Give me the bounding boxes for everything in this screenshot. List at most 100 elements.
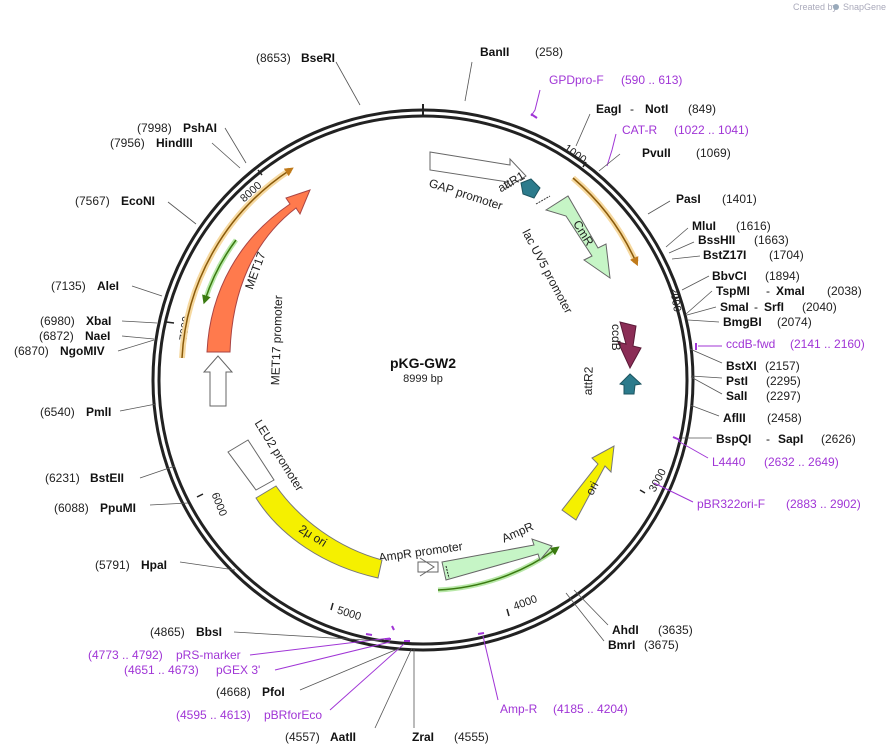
- svg-text:(7956): (7956): [110, 136, 145, 150]
- svg-text:BstZ17I: BstZ17I: [703, 248, 746, 262]
- svg-text:(590 .. 613): (590 .. 613): [621, 73, 682, 87]
- svg-text:BstXI: BstXI: [726, 359, 757, 373]
- svg-text:(2141 .. 2160): (2141 .. 2160): [790, 337, 865, 351]
- svg-text:(1894): (1894): [765, 269, 800, 283]
- tick-6000: 6000: [196, 491, 229, 518]
- site-bbvci[interactable]: BbvCI (1894): [681, 269, 800, 291]
- site-bmri[interactable]: BmrI (3675): [565, 592, 679, 652]
- primer-pbrforeco[interactable]: pBRforEco (4595 .. 4613): [176, 640, 410, 722]
- primer-pbr322ori-f[interactable]: pBR322ori-F (2883 .. 2902): [653, 482, 861, 511]
- site-bspqi-sapi[interactable]: BspQI - SapI (2626): [682, 432, 856, 446]
- snapgene-logo-icon: [833, 4, 839, 10]
- site-banii[interactable]: BanII (258): [464, 45, 563, 102]
- svg-text:pGEX 3': pGEX 3': [216, 663, 260, 677]
- svg-text:(1401): (1401): [722, 192, 757, 206]
- tick-5000: 5000: [330, 602, 363, 623]
- site-bbsi[interactable]: BbsI (4865): [150, 625, 383, 642]
- svg-text:(6872): (6872): [39, 329, 74, 343]
- primer-cat-r[interactable]: CAT-R (1022 .. 1041): [606, 123, 749, 167]
- site-eagi-noti[interactable]: EagI - NotI (849): [575, 102, 716, 147]
- site-hpai[interactable]: HpaI (5791): [95, 558, 236, 572]
- attr1-arrow: [520, 178, 541, 199]
- primer-amp-r[interactable]: Amp-R (4185 .. 4204): [477, 632, 628, 716]
- svg-text:ZraI: ZraI: [412, 730, 434, 744]
- svg-text:(7998): (7998): [137, 121, 172, 135]
- ccdb-label: ccdB: [609, 324, 623, 351]
- site-ahdi[interactable]: AhdI (3635): [573, 589, 693, 637]
- site-hindiii[interactable]: HindIII (7956): [110, 136, 241, 169]
- primer-ccdb-fwd[interactable]: ccdB-fwd (2141 .. 2160): [695, 337, 865, 351]
- ampr-promoter-box: [417, 561, 439, 573]
- site-naei[interactable]: NaeI (6872): [39, 329, 155, 343]
- gap-promoter-arrow: [429, 151, 527, 190]
- svg-text:PvuII: PvuII: [642, 146, 671, 160]
- svg-text:(4668): (4668): [216, 685, 251, 699]
- ampr-label: AmpR: [500, 519, 536, 545]
- svg-text:BstEII: BstEII: [90, 471, 124, 485]
- svg-text:PasI: PasI: [676, 192, 701, 206]
- svg-text:-: -: [630, 102, 634, 116]
- site-tspmi-xmai[interactable]: TspMI - XmaI (2038): [685, 284, 862, 315]
- svg-text:(6980): (6980): [40, 314, 75, 328]
- primer-l4440[interactable]: L4440 (2632 .. 2649): [672, 436, 839, 469]
- svg-text:pBRforEco: pBRforEco: [264, 708, 322, 722]
- site-econi[interactable]: EcoNI (7567): [75, 194, 197, 225]
- svg-text:SmaI: SmaI: [720, 300, 749, 314]
- site-mlui[interactable]: MluI (1616): [665, 219, 771, 248]
- svg-text:CAT-R: CAT-R: [622, 123, 657, 137]
- primer-pgex-3[interactable]: pGEX 3' (4651 .. 4673): [124, 638, 391, 677]
- site-aatii[interactable]: AatII (4557): [285, 647, 413, 744]
- site-pasi[interactable]: PasI (1401): [647, 192, 757, 215]
- svg-text:BanII: BanII: [480, 45, 509, 59]
- site-zrai[interactable]: ZraI (4555): [412, 648, 489, 744]
- svg-text:BssHII: BssHII: [698, 233, 735, 247]
- svg-text:-: -: [766, 284, 770, 298]
- svg-text:NgoMIV: NgoMIV: [60, 344, 105, 358]
- site-sali[interactable]: SalI (2297): [690, 376, 801, 403]
- svg-text:(8653): (8653): [256, 51, 291, 65]
- site-bsteii[interactable]: BstEII (6231): [45, 465, 176, 485]
- svg-text:(1663): (1663): [754, 233, 789, 247]
- cmr-arrow: [544, 195, 611, 280]
- primer-gpdpro-f[interactable]: GPDpro-F (590 .. 613): [530, 73, 682, 119]
- site-psti[interactable]: PstI (2295): [690, 374, 801, 388]
- svg-text:(1616): (1616): [736, 219, 771, 233]
- green-arrow-met17: [202, 239, 237, 305]
- svg-text:(2295): (2295): [766, 374, 801, 388]
- site-smai-srfi[interactable]: SmaI - SrfI (2040): [686, 300, 837, 316]
- svg-text:2000: 2000: [667, 287, 683, 313]
- svg-text:HindIII: HindIII: [156, 136, 193, 150]
- svg-text:PshAI: PshAI: [183, 121, 217, 135]
- site-bseri[interactable]: BseRI (8653): [256, 51, 361, 106]
- svg-text:(2626): (2626): [821, 432, 856, 446]
- svg-text:(2157): (2157): [765, 359, 800, 373]
- site-pmli[interactable]: PmlI (6540): [40, 403, 157, 419]
- svg-text:(6540): (6540): [40, 405, 75, 419]
- site-alei[interactable]: AleI (7135): [51, 279, 163, 297]
- site-pshai[interactable]: PshAI (7998): [137, 121, 247, 164]
- svg-text:(2074): (2074): [777, 315, 812, 329]
- svg-text:(2632 .. 2649): (2632 .. 2649): [764, 455, 839, 469]
- ori-label: ori: [583, 479, 602, 497]
- site-xbai[interactable]: XbaI (6980): [40, 314, 158, 328]
- site-ppumi[interactable]: PpuMI (6088): [54, 501, 189, 515]
- svg-text:AhdI: AhdI: [612, 623, 639, 637]
- site-bsshii[interactable]: BssHII (1663): [668, 233, 789, 254]
- site-aflii[interactable]: AflII (2458): [689, 404, 802, 425]
- svg-text:(2458): (2458): [767, 411, 802, 425]
- site-bstz17i[interactable]: BstZ17I (1704): [671, 248, 804, 262]
- svg-text:Amp-R: Amp-R: [500, 702, 538, 716]
- svg-text:(2297): (2297): [766, 389, 801, 403]
- svg-text:XbaI: XbaI: [86, 314, 111, 328]
- svg-text:BbsI: BbsI: [196, 625, 222, 639]
- svg-text:BmgBI: BmgBI: [723, 315, 762, 329]
- tick-2000: 2000: [667, 287, 683, 313]
- svg-text:(4595 .. 4613): (4595 .. 4613): [176, 708, 251, 722]
- site-bmgbi[interactable]: BmgBI (2074): [687, 315, 812, 329]
- primer-prs-marker[interactable]: pRS-marker (4773 .. 4792): [88, 625, 395, 662]
- site-pvuii[interactable]: PvuII (1069): [598, 146, 731, 172]
- site-pfoi[interactable]: PfoI (4668): [216, 647, 401, 699]
- plasmid-name: pKG-GW2: [390, 355, 456, 371]
- site-ngomiv[interactable]: NgoMIV (6870): [14, 339, 155, 358]
- site-bstxi[interactable]: BstXI (2157): [689, 348, 800, 373]
